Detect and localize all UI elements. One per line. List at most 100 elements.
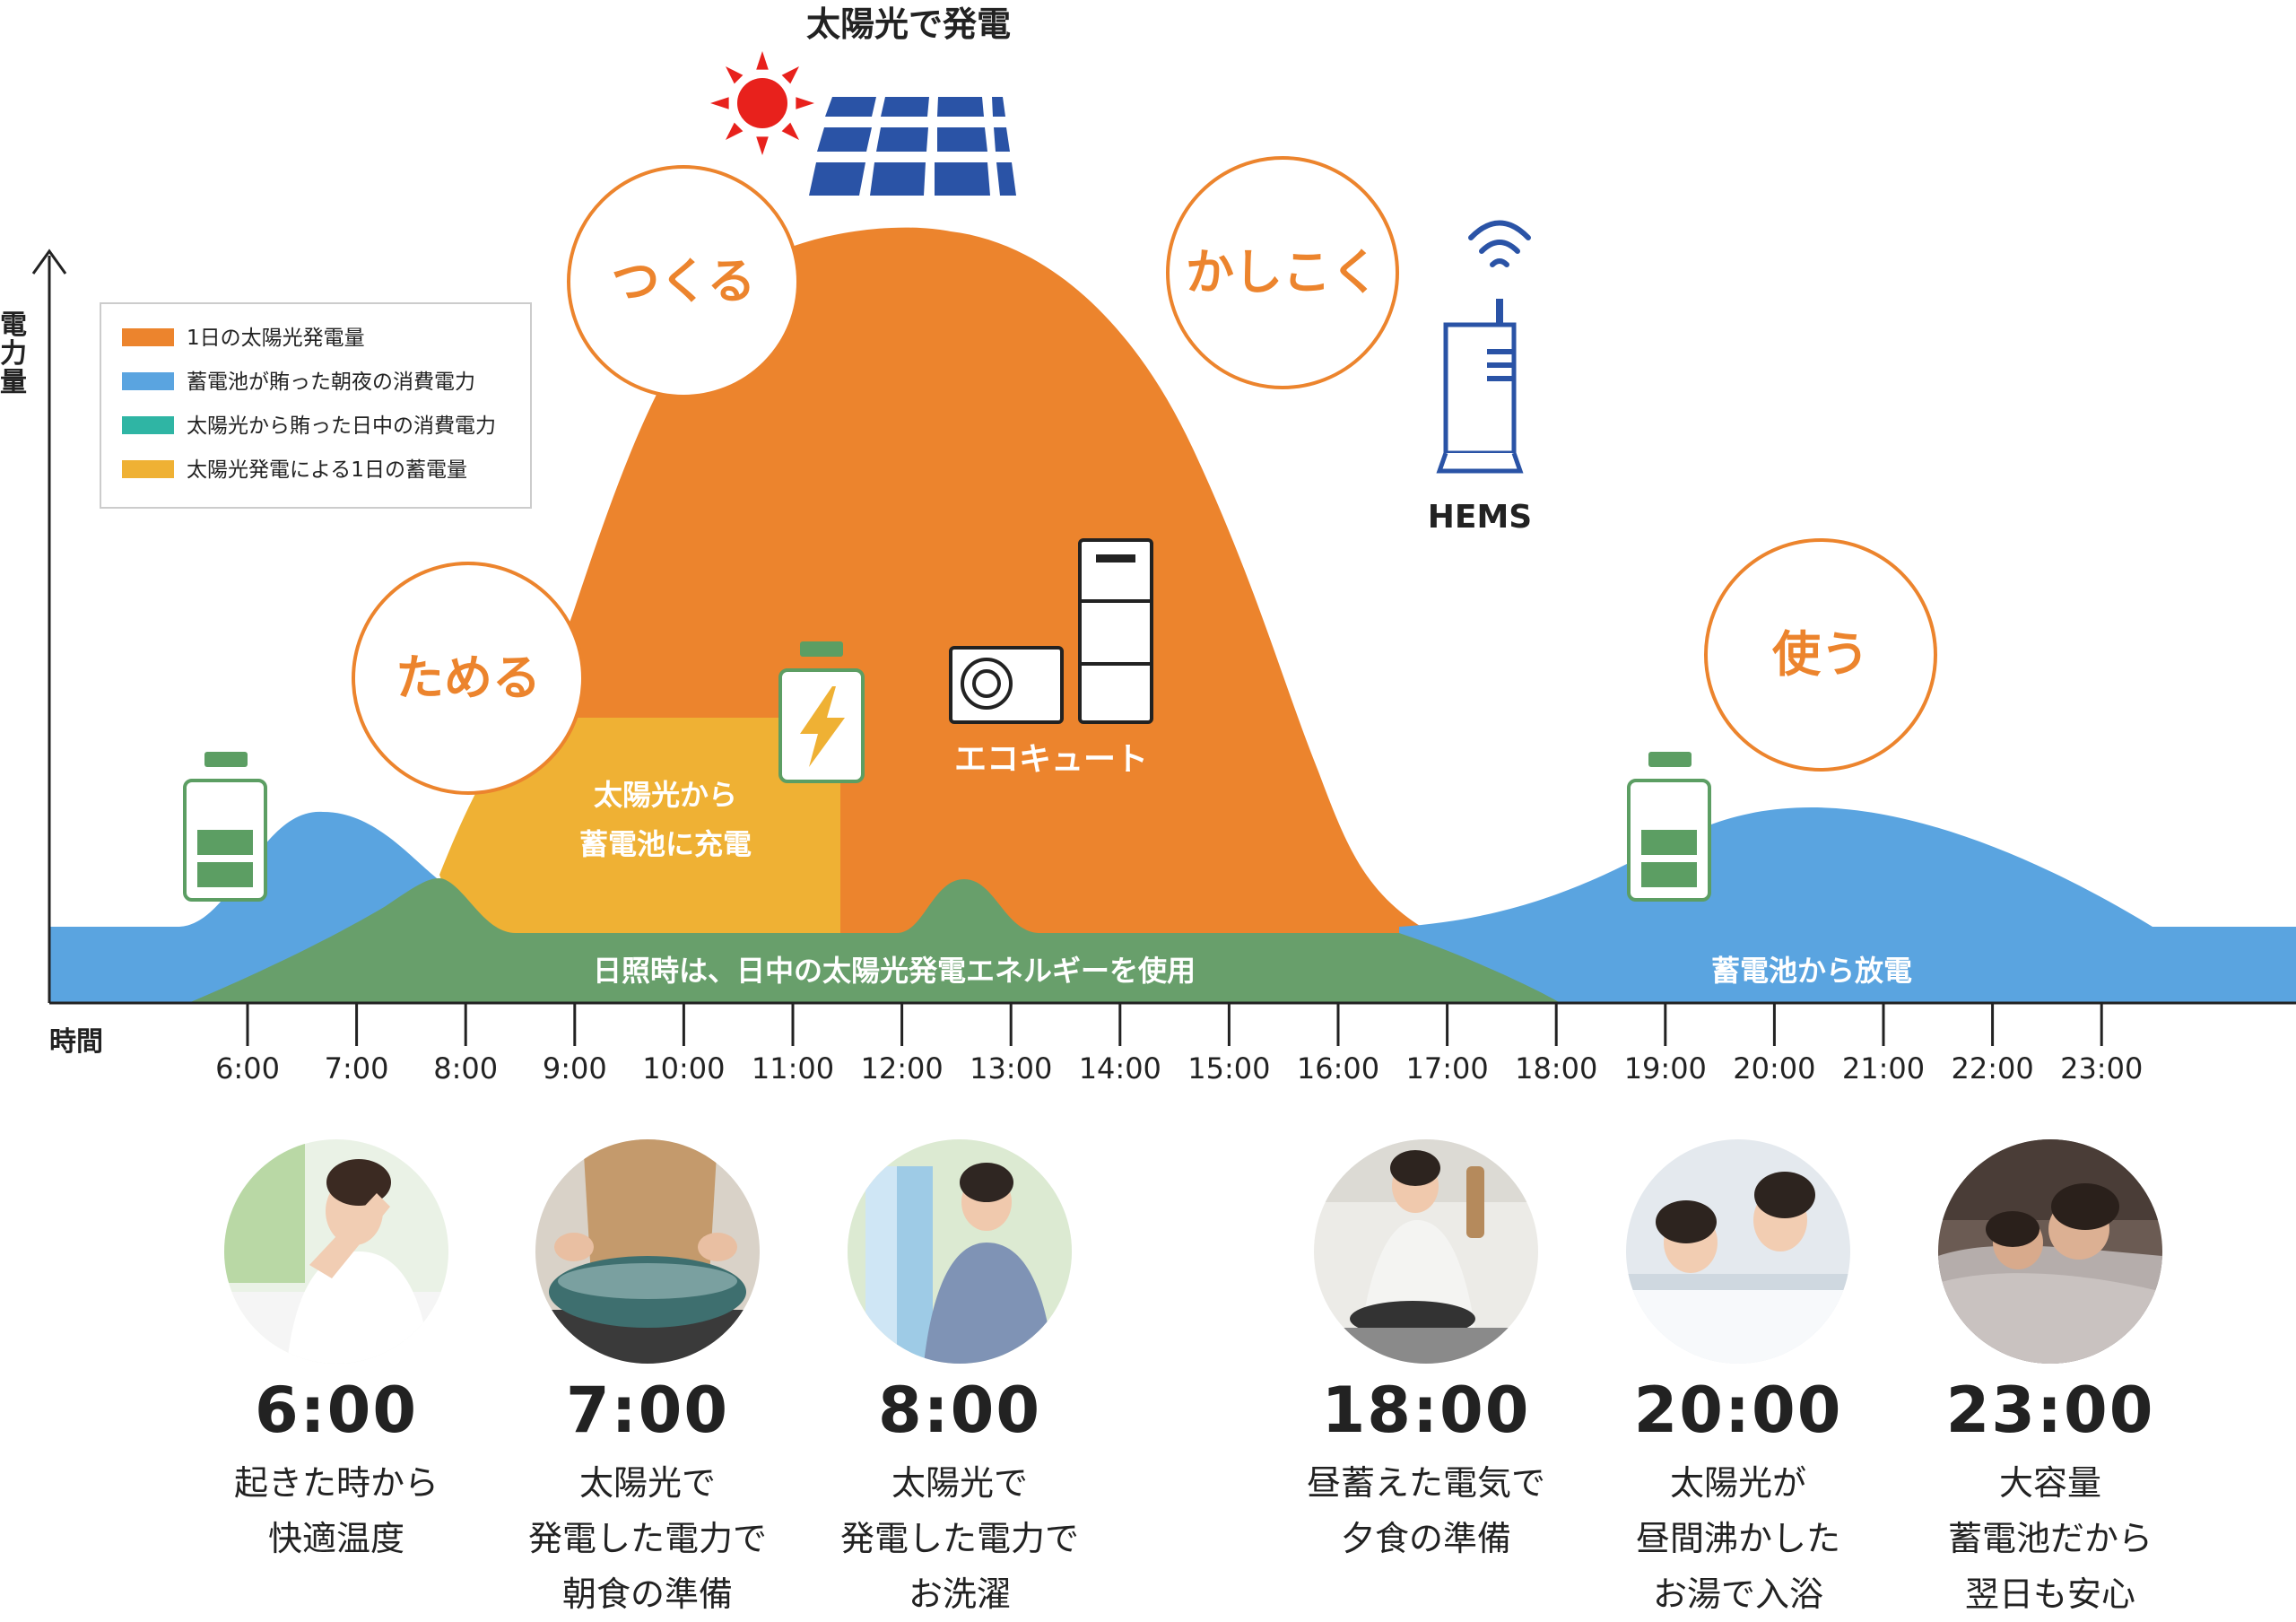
tick-label: 23:00 [2060, 1051, 2143, 1086]
scene-photo-7 [535, 1139, 760, 1364]
scene-description-line: 発電した電力で [839, 1519, 1079, 1558]
tick-label: 10:00 [642, 1051, 725, 1086]
chart-title: 太陽光で発電 [806, 4, 1011, 44]
scene-time: 6:00 [254, 1373, 419, 1447]
battery-icon-evening [1627, 752, 1711, 902]
scene-description-line: 昼蓄えた電気で [1306, 1463, 1545, 1503]
y-axis-label-char: 量 [0, 367, 27, 398]
svg-text:つくる: つくる [612, 253, 756, 310]
sun-ray [781, 122, 800, 141]
scene-caption: 23:00 大容量蓄電池だから翌日も安心 [1907, 1374, 2194, 1622]
tick-label: 12:00 [860, 1051, 943, 1086]
scene-time: 23:00 [1945, 1373, 2155, 1447]
scene-description-line: 太陽光で [891, 1463, 1028, 1503]
legend-swatch [122, 328, 174, 346]
scene-photo-6 [224, 1139, 448, 1364]
svg-text:かしこく: かしこく [1186, 244, 1379, 301]
battery-charging-icon [778, 641, 865, 783]
sun-ray [725, 122, 744, 141]
scene-caption: 7:00 太陽光で発電した電力で朝食の準備 [504, 1374, 791, 1622]
tick-label: 22:00 [1951, 1051, 2033, 1086]
legend-swatch [122, 416, 174, 434]
sun-ray [781, 65, 800, 84]
tick-label: 15:00 [1187, 1051, 1270, 1086]
tick-label: 21:00 [1842, 1051, 1925, 1086]
legend-label: 太陽光から賄った日中の消費電力 [187, 414, 496, 438]
x-axis-label: 時間 [49, 1026, 103, 1058]
scene-description-line: お湯で入浴 [1652, 1574, 1823, 1614]
scene-description-line: 朝食の準備 [561, 1574, 733, 1614]
bubble-tsukuru: つくる [567, 165, 800, 398]
tick-label: 13:00 [970, 1051, 1052, 1086]
sun-ray [756, 136, 769, 155]
scene-caption: 6:00 起きた時から快適温度 [193, 1374, 480, 1566]
scene-description-line: 快適温度 [267, 1519, 404, 1558]
scene-photo-20 [1626, 1139, 1850, 1364]
tick-label: 20:00 [1733, 1051, 1815, 1086]
bubble-tameru: ためる [352, 562, 585, 795]
legend-label: 太陽光発電による1日の蓄電量 [187, 458, 467, 482]
tick-label: 11:00 [752, 1051, 834, 1086]
scene-description-line: 太陽光で [578, 1463, 716, 1503]
scene-photo-23 [1938, 1139, 2162, 1364]
scene-description-line: 太陽光が [1669, 1463, 1806, 1503]
battery-icon-morning [183, 752, 267, 902]
y-axis-label-char: 電 [0, 310, 27, 341]
scene-description-line: 夕食の準備 [1340, 1519, 1511, 1558]
tick-label: 6:00 [215, 1051, 280, 1086]
tick-label: 7:00 [325, 1051, 389, 1086]
ecocute-label: エコキュート [954, 741, 1148, 778]
daytime-use-label: 日照時は、日中の太陽光発電エネルギーを使用 [593, 954, 1196, 988]
y-axis-label-char: 力 [0, 338, 27, 370]
tick-label: 14:00 [1079, 1051, 1161, 1086]
tick-label: 9:00 [543, 1051, 607, 1086]
tick-label: 8:00 [433, 1051, 498, 1086]
x-axis-ticks: 6:00 7:00 8:00 9:00 10:00 11:00 12:00 13:00 14:0… [215, 1003, 2143, 1086]
hems-icon [1436, 220, 1531, 474]
legend-label: 1日の太陽光発電量 [187, 327, 365, 350]
y-axis-label: 電 力 量 [0, 310, 27, 398]
sun-ray [796, 97, 814, 109]
scene-description-line: 大容量 [1998, 1463, 2101, 1503]
svg-text:ためる: ためる [396, 650, 541, 706]
scene-time: 20:00 [1633, 1373, 1843, 1447]
discharge-label: 蓄電池から放電 [1711, 954, 1912, 988]
sun-ray [710, 97, 729, 109]
legend-label: 蓄電池が賄った朝夜の消費電力 [187, 371, 475, 394]
green-daytime-area [188, 878, 1561, 1003]
scene-photo-8 [848, 1139, 1072, 1364]
scene-description-line: 起きた時から [233, 1463, 439, 1503]
sun-icon [710, 51, 814, 155]
scene-time: 7:00 [565, 1373, 730, 1447]
scene-time: 8:00 [877, 1373, 1042, 1447]
bubble-tsukau: 使う [1704, 538, 1937, 772]
scene-description-line: 発電した電力で [527, 1519, 767, 1558]
svg-text:使う: 使う [1772, 626, 1869, 683]
scene-description-line: 翌日も安心 [1964, 1574, 2135, 1614]
blue-evening-area [1399, 807, 2296, 1003]
charge-label-line2: 蓄電池に充電 [579, 827, 752, 861]
legend: 1日の太陽光発電量蓄電池が賄った朝夜の消費電力太陽光から賄った日中の消費電力太陽… [100, 302, 532, 509]
scene-caption: 18:00 昼蓄えた電気で夕食の準備 [1283, 1374, 1570, 1566]
scene-description-line: お洗濯 [908, 1574, 1011, 1614]
charge-label-line1: 太陽光から [594, 778, 737, 812]
tick-label: 16:00 [1297, 1051, 1379, 1086]
tick-label: 19:00 [1624, 1051, 1707, 1086]
tick-label: 18:00 [1515, 1051, 1597, 1086]
scene-description-line: 昼間沸かした [1635, 1519, 1840, 1558]
bubble-kashikoku: かしこく [1166, 156, 1399, 389]
solar-panel-icon [809, 97, 1016, 196]
scene-time: 18:00 [1321, 1373, 1531, 1447]
tick-label: 17:00 [1405, 1051, 1488, 1086]
sun-ray [756, 51, 769, 70]
ecocute-icon [949, 538, 1153, 724]
legend-swatch [122, 460, 174, 478]
y-axis-arrow [31, 249, 67, 275]
scene-caption: 8:00 太陽光で発電した電力でお洗濯 [816, 1374, 1103, 1622]
scene-photo-18 [1314, 1139, 1538, 1364]
scene-description-line: 蓄電池だから [1947, 1519, 2152, 1558]
legend-swatch [122, 372, 174, 390]
sun-ray [725, 65, 744, 84]
